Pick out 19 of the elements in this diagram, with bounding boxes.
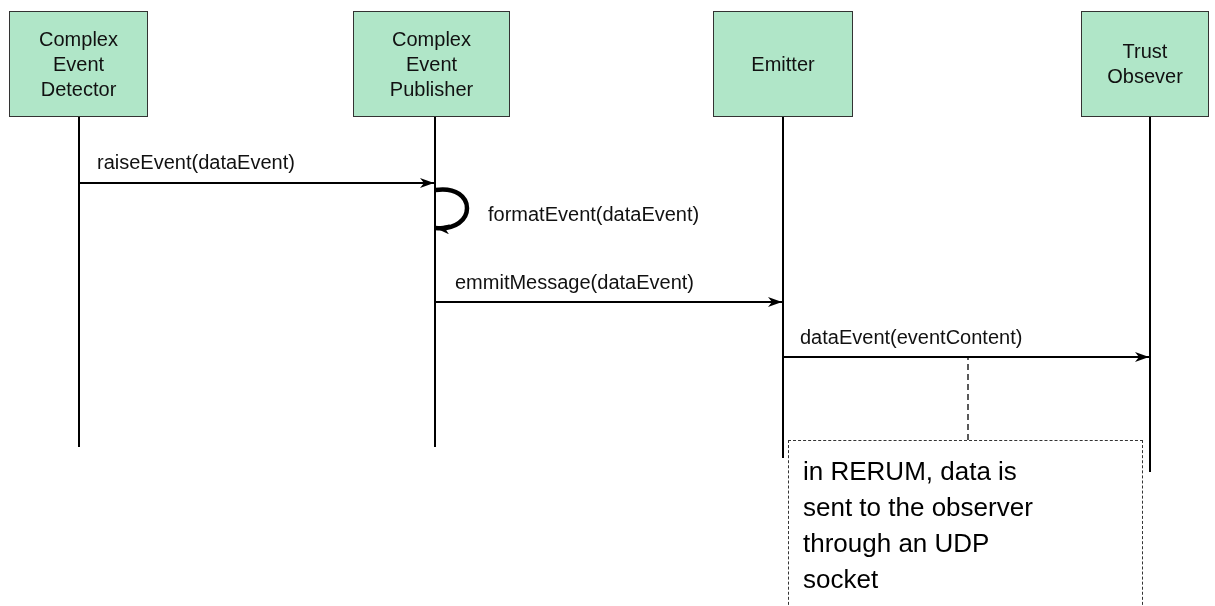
note-box <box>788 440 1143 606</box>
message-arrow <box>782 352 1150 362</box>
message-arrow <box>78 178 435 188</box>
note-text: in RERUM, data is sent to the observer through an UDP socket <box>803 455 1034 596</box>
participant-box <box>713 11 853 117</box>
lifeline <box>782 117 784 458</box>
participant-name: Complex Event Publisher <box>388 26 475 102</box>
participant-box <box>9 11 148 117</box>
participant-box <box>1081 11 1209 117</box>
lifeline <box>434 117 436 447</box>
participant-box <box>353 11 510 117</box>
self-message-arrow <box>435 187 470 233</box>
leader-line <box>967 357 969 441</box>
lifeline <box>1149 117 1151 472</box>
participant-name: Trust Obsever <box>1106 39 1184 89</box>
lifeline <box>78 117 80 447</box>
participant-name: Emitter <box>751 51 815 77</box>
participant-name: Complex Event Detector <box>38 26 119 102</box>
message-arrow <box>434 297 783 307</box>
